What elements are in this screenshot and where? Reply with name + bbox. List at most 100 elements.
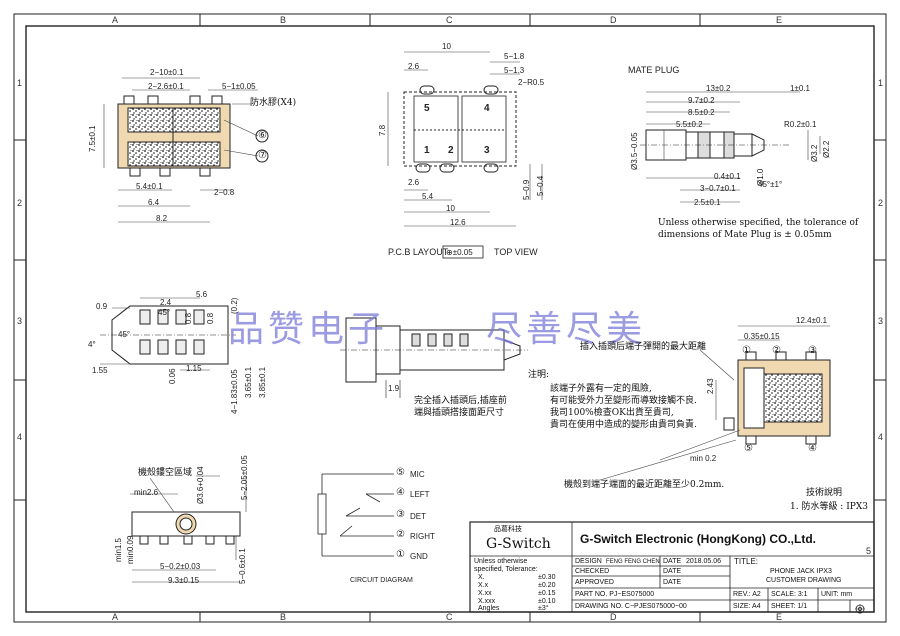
mate-plug-note-2: dimensions of Mate Plug is ± 0.05mm bbox=[658, 230, 832, 240]
dim-text: 9.3±0.15 bbox=[168, 576, 200, 585]
grid-col-d-bottom: D bbox=[610, 612, 617, 622]
grid-col-a: A bbox=[112, 15, 119, 25]
pcb-pin-4: 4 bbox=[484, 103, 490, 114]
design-name: FENG FENG CHEN bbox=[606, 559, 660, 565]
pcb-layout-label: P.C.B LAYOUT bbox=[388, 247, 449, 257]
side-view bbox=[100, 297, 236, 371]
dim-text: 12.6 bbox=[450, 218, 466, 227]
dim-text: 7.5±0.1 bbox=[88, 125, 97, 152]
grid-col-b-bottom: B bbox=[280, 612, 287, 622]
tol-head-1: Unless otherwise bbox=[474, 558, 528, 565]
grid-row-1-right: 1 bbox=[878, 78, 884, 88]
right-pin-2: ② bbox=[772, 345, 781, 356]
circuit-pin-5-num: ⑤ bbox=[396, 467, 405, 478]
dim-text: (0.2) bbox=[230, 297, 239, 314]
dim-text: 5−0.4 bbox=[536, 175, 545, 196]
dim-text: 45° bbox=[118, 330, 131, 339]
projection-symbol-icon bbox=[855, 601, 865, 614]
grid-col-c-bottom: C bbox=[446, 612, 453, 622]
right-pin-3: ③ bbox=[808, 345, 817, 356]
circuit-diagram-lines bbox=[317, 473, 394, 557]
date-label: DATE bbox=[663, 558, 682, 565]
note-insert-2: 端與插頭搭接面距尺寸 bbox=[414, 408, 505, 418]
tol-k-2: X.xx bbox=[478, 590, 492, 597]
note-top-callout: 插入插頭后端子彈開的最大距離 bbox=[580, 342, 707, 352]
watermark-right: 尽善尽美 bbox=[486, 309, 647, 350]
tech-line: 1. 防水等級 : IPX3 bbox=[790, 502, 868, 512]
dim-text: 3.85±0.1 bbox=[258, 366, 267, 398]
dim-text: 5.5±0.2 bbox=[676, 120, 703, 129]
grid-row-2: 2 bbox=[17, 198, 23, 208]
mate-plug-title: MATE PLUG bbox=[628, 65, 680, 75]
dim-text: 0.8 bbox=[206, 312, 215, 324]
approved-label: APPROVED bbox=[575, 579, 614, 586]
front-view bbox=[130, 475, 247, 583]
circuit-pin-2-label: RIGHT bbox=[410, 532, 435, 541]
title-line-1: PHONE JACK IPX3 bbox=[770, 568, 832, 575]
dim-text: 45° bbox=[158, 308, 171, 317]
dim-text: 8.5±0.2 bbox=[688, 108, 715, 117]
circuit-pin-1-label: GND bbox=[410, 552, 428, 561]
rev: REV.: A2 bbox=[733, 591, 761, 598]
grid-row-5-right: 5 bbox=[866, 546, 872, 556]
sheet: SHEET: 1/1 bbox=[771, 603, 808, 610]
dim-text: min1.5 bbox=[114, 537, 123, 562]
dim-text: 45°±1° bbox=[758, 180, 783, 189]
note-label: 注明: bbox=[528, 370, 550, 380]
part-no: PART NO. PJ−ES075000 bbox=[575, 591, 655, 598]
note-line-1: 該端子外露有一定的風險, bbox=[550, 384, 652, 394]
grid-row-4: 4 bbox=[17, 432, 23, 442]
note-line-3: 我司100%檢查OK出貨至貴司, bbox=[550, 408, 674, 418]
pcb-pin-2: 2 bbox=[448, 145, 454, 156]
dim-text: 5.6 bbox=[196, 290, 208, 299]
circuit-pin-3-num: ③ bbox=[396, 509, 405, 520]
dim-text: Ø3.2 bbox=[810, 144, 819, 162]
callout-waterproof: 防水膠(X4) bbox=[250, 98, 297, 108]
front-callout: 機殼鏤空區域 bbox=[138, 468, 193, 478]
inserted-view bbox=[340, 317, 528, 398]
logo-cn: 品葛科技 bbox=[494, 526, 522, 533]
dim-text: 5−0.6±0.1 bbox=[238, 548, 247, 584]
pcb-pin-5: 5 bbox=[424, 103, 430, 114]
dim-text: 1.15 bbox=[186, 364, 202, 373]
dim-text: 2−0.8 bbox=[214, 188, 235, 197]
top-left-view bbox=[103, 77, 269, 223]
grid-row-2-right: 2 bbox=[878, 198, 884, 208]
note-line-2: 有可能受外力至變形而導致接觸不良. bbox=[550, 396, 697, 406]
note-bottom-callout: 機殼到端子端面的最近距離至少0.2mm. bbox=[564, 480, 725, 490]
dim-text: 1±0.1 bbox=[790, 84, 810, 93]
note-insert-1: 完全插入插頭后,插座前 bbox=[414, 396, 507, 406]
date-value: 2018.05.06 bbox=[686, 558, 722, 565]
dim-text: R0.2±0.1 bbox=[784, 120, 817, 129]
tol-k-1: X.x bbox=[478, 582, 489, 589]
dim-text: 10 bbox=[446, 204, 455, 213]
mate-plug-view bbox=[640, 91, 821, 203]
pcb-top-view: TOP VIEW bbox=[494, 247, 538, 257]
dim-text: 4° bbox=[88, 340, 96, 349]
dim-text: min2.6 bbox=[134, 488, 159, 497]
grid-col-e-bottom: E bbox=[776, 612, 783, 622]
tol-v-1: ±0.20 bbox=[538, 582, 556, 589]
tol-k-3: X.xxx bbox=[478, 598, 496, 605]
tol-k-0: X. bbox=[478, 574, 485, 581]
circuit-pin-3-label: DET bbox=[410, 512, 426, 521]
checked-date-label: DATE bbox=[663, 568, 682, 575]
callout-6: ⑥ bbox=[258, 130, 267, 141]
mate-plug-note-1: Unless otherwise specified, the toleranc… bbox=[658, 218, 859, 228]
dim-text: 2−R0.5 bbox=[518, 78, 545, 87]
circuit-title: CIRCUIT DIAGRAM bbox=[350, 577, 413, 584]
dim-text: 0.06 bbox=[168, 368, 177, 384]
dim-text: 5.4 bbox=[422, 192, 434, 201]
grid-col-c: C bbox=[446, 15, 453, 25]
dim-text: 9.7±0.2 bbox=[688, 96, 715, 105]
dim-text: 2.5±0.1 bbox=[694, 198, 721, 207]
title-line-2: CUSTOMER DRAWING bbox=[766, 577, 842, 584]
dim-text: 2.6 bbox=[408, 178, 420, 187]
callout-7: ⑦ bbox=[258, 150, 267, 161]
dim-text: 5−1.8 bbox=[504, 52, 525, 61]
right-pin-1: ① bbox=[742, 345, 751, 356]
dim-2-43: 2.43 bbox=[706, 378, 715, 394]
tol-v-4: ±3° bbox=[538, 605, 549, 612]
circuit-pin-4-label: LEFT bbox=[410, 490, 430, 499]
